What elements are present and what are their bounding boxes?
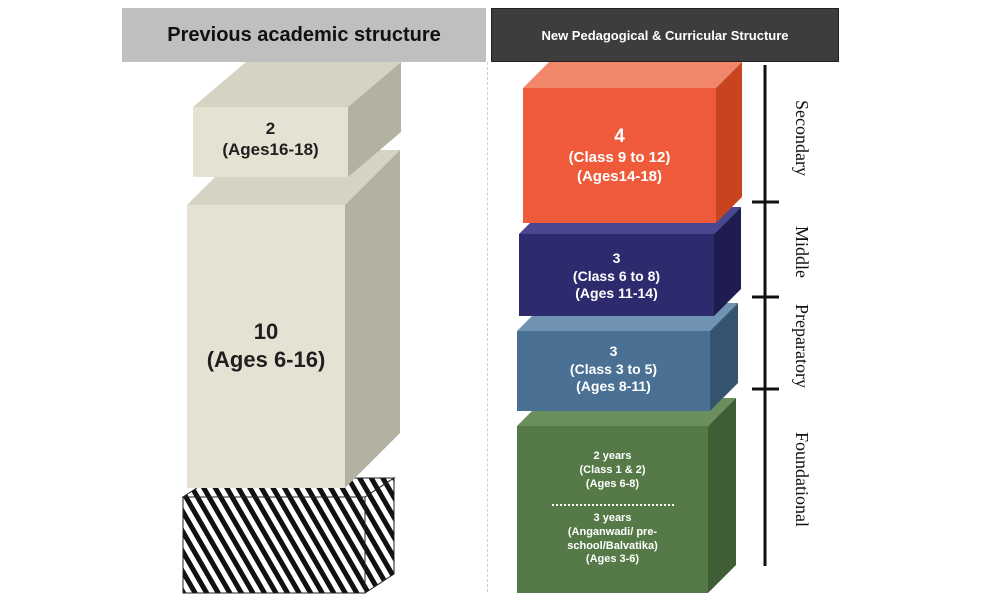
foundational-upper-ages: (Ages 6-8)	[585, 477, 640, 490]
column-divider	[487, 62, 488, 592]
stage-axis	[752, 65, 779, 566]
previous-main-years: 10	[253, 319, 279, 344]
previous-top-label: 2 (Ages16-18)	[193, 118, 348, 161]
secondary-block	[523, 62, 742, 223]
middle-label: 3 (Class 6 to 8) (Ages 11-14)	[519, 250, 714, 303]
foundational-separator	[552, 504, 674, 506]
previous-main-ages: (Ages 6-16)	[206, 346, 326, 372]
stage-label-foundational: Foundational	[792, 432, 812, 527]
stage-label-middle: Middle	[792, 226, 812, 278]
preparatory-years: 3	[609, 343, 618, 359]
previous-top-years: 2	[265, 119, 276, 138]
secondary-ages: (Ages14-18)	[576, 167, 663, 185]
secondary-years: 4	[614, 126, 625, 147]
middle-classes: (Class 6 to 8)	[572, 267, 661, 284]
previous-top-block	[193, 62, 401, 177]
previous-main-label: 10 (Ages 6-16)	[187, 318, 345, 373]
foundational-upper-label: 2 years (Class 1 & 2) (Ages 6-8)	[517, 450, 708, 491]
foundational-upper-classes: (Class 1 & 2)	[579, 463, 646, 476]
foundational-lower-label: 3 years (Anganwadi/ pre- school/Balvatik…	[517, 512, 708, 567]
foundational-block	[517, 398, 736, 593]
previous-structure-header: Previous academic structure	[122, 8, 486, 62]
preparatory-block	[517, 303, 738, 411]
secondary-label: 4 (Class 9 to 12) (Ages14-18)	[523, 125, 716, 186]
foundational-lower-line3: school/Balvatika)	[567, 539, 658, 552]
preparatory-label: 3 (Class 3 to 5) (Ages 8-11)	[517, 343, 710, 396]
foundational-lower-years: 3 years	[593, 512, 632, 524]
foundational-lower-ages: (Ages 3-6)	[585, 553, 640, 566]
foundational-upper-years: 2 years	[593, 450, 632, 462]
previous-base-block	[181, 477, 396, 594]
foundational-lower-line2: (Anganwadi/ pre-	[567, 525, 658, 538]
previous-top-ages: (Ages16-18)	[222, 140, 319, 160]
middle-ages: (Ages 11-14)	[575, 285, 658, 301]
preparatory-ages: (Ages 8-11)	[576, 378, 651, 394]
middle-years: 3	[612, 250, 621, 266]
preparatory-classes: (Class 3 to 5)	[569, 360, 658, 377]
new-structure-header: New Pedagogical & Curricular Structure	[491, 8, 839, 62]
stage-label-preparatory: Preparatory	[792, 304, 812, 388]
stage-label-secondary: Secondary	[792, 100, 812, 176]
secondary-classes: (Class 9 to 12)	[568, 148, 671, 166]
